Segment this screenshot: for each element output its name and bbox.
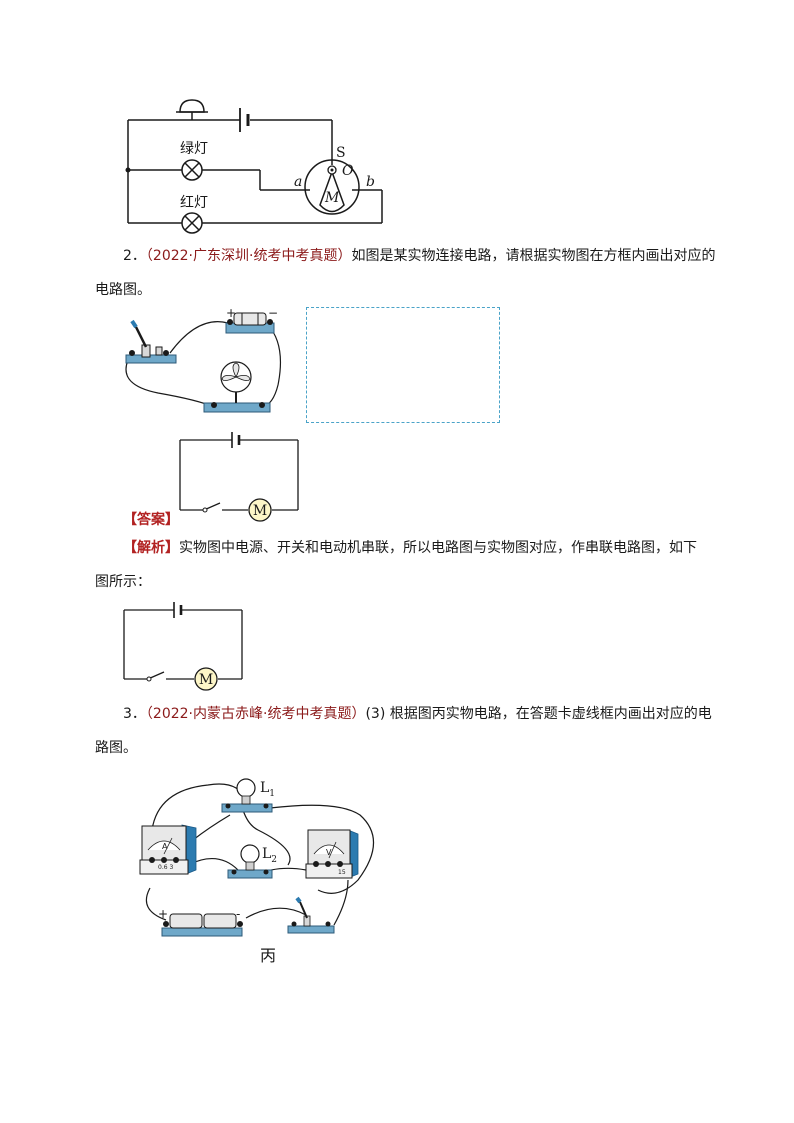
l2-label: L2 — [262, 846, 278, 865]
q2-circuit-diagram: M — [179, 432, 299, 522]
l1-label: L1 — [260, 780, 276, 799]
q2-line1: 2．（2022·广东深圳·统考中考真题）如图是某实物连接电路，请根据实物图在方框… — [123, 246, 715, 266]
q2-physical-circuit-picture — [125, 312, 282, 413]
q3-switch-icon — [287, 896, 335, 934]
pivot-o-label: O — [342, 163, 354, 179]
motor-symbol-icon — [248, 498, 272, 522]
q2-number: 2． — [123, 248, 146, 264]
q2-line2: 电路图。 — [95, 282, 151, 298]
green-lamp-label: 绿灯 — [180, 141, 208, 157]
q3-line2: 路图。 — [95, 740, 137, 756]
analysis-label: 【解析】 — [123, 540, 179, 556]
q3-text1: (3) 根据图丙实物电路，在答题卡虚线框内画出对应的电 — [365, 706, 712, 722]
pendulum-m-label: M — [325, 190, 340, 206]
lamp-l1-icon — [221, 778, 273, 813]
answer-label: 【答案】 — [123, 512, 179, 528]
battery-plus-q3: + — [158, 907, 169, 921]
q2-source: （2022·广东深圳·统考中考真题） — [145, 248, 352, 264]
contact-b-label: b — [366, 174, 375, 190]
answer-dashed-box[interactable] — [306, 307, 500, 423]
ammeter-icon — [139, 824, 197, 875]
q2-analysis-line2: 图所示： — [95, 574, 151, 590]
q3-source: （2022·内蒙古赤峰·统考中考真题） — [145, 706, 366, 722]
battery-plus-label: + — [226, 306, 237, 320]
green-lamp-icon — [181, 159, 203, 181]
q2-answer-circuit-diagram: M — [123, 602, 243, 691]
battery-minus-q3: - — [236, 907, 241, 921]
battery-minus-label: − — [268, 306, 279, 320]
answer-motor-symbol-icon — [194, 667, 218, 691]
contact-a-label: a — [294, 174, 303, 190]
lamp-l2-icon — [227, 844, 273, 879]
battery-pack-icon — [161, 913, 243, 937]
q3-number: 3． — [123, 706, 146, 722]
ammeter-label: A — [162, 842, 168, 851]
traffic-light-circuit-diagram — [125, 99, 383, 234]
q3-line1: 3．（2022·内蒙古赤峰·统考中考真题）(3) 根据图丙实物电路，在答题卡虚线… — [123, 704, 712, 724]
voltmeter-scale: 15 — [338, 869, 346, 876]
analysis-text1: 实物图中电源、开关和电动机串联，所以电路图与实物图对应，作串联电路图，如下 — [179, 540, 697, 556]
red-lamp-icon — [181, 212, 203, 234]
motor-fan-icon — [203, 361, 271, 413]
switch-s-label: S — [336, 145, 346, 161]
q2-answer-motor-label: M — [199, 672, 213, 688]
q2-motor-label: M — [253, 503, 267, 519]
q2-text1: 如图是某实物连接电路，请根据实物图在方框内画出对应的 — [351, 248, 716, 264]
battery-holder-icon — [225, 312, 275, 334]
voltmeter-label: V — [326, 848, 332, 857]
ammeter-scale: 0.6 3 — [158, 864, 174, 871]
red-lamp-label: 红灯 — [180, 195, 208, 211]
q3-physical-circuit-picture — [139, 778, 375, 937]
knife-switch-icon — [125, 319, 177, 364]
figure-caption: 丙 — [260, 946, 277, 965]
q2-analysis-line1: 【解析】实物图中电源、开关和电动机串联，所以电路图与实物图对应，作串联电路图，如… — [123, 538, 697, 558]
voltmeter-icon — [305, 829, 359, 879]
